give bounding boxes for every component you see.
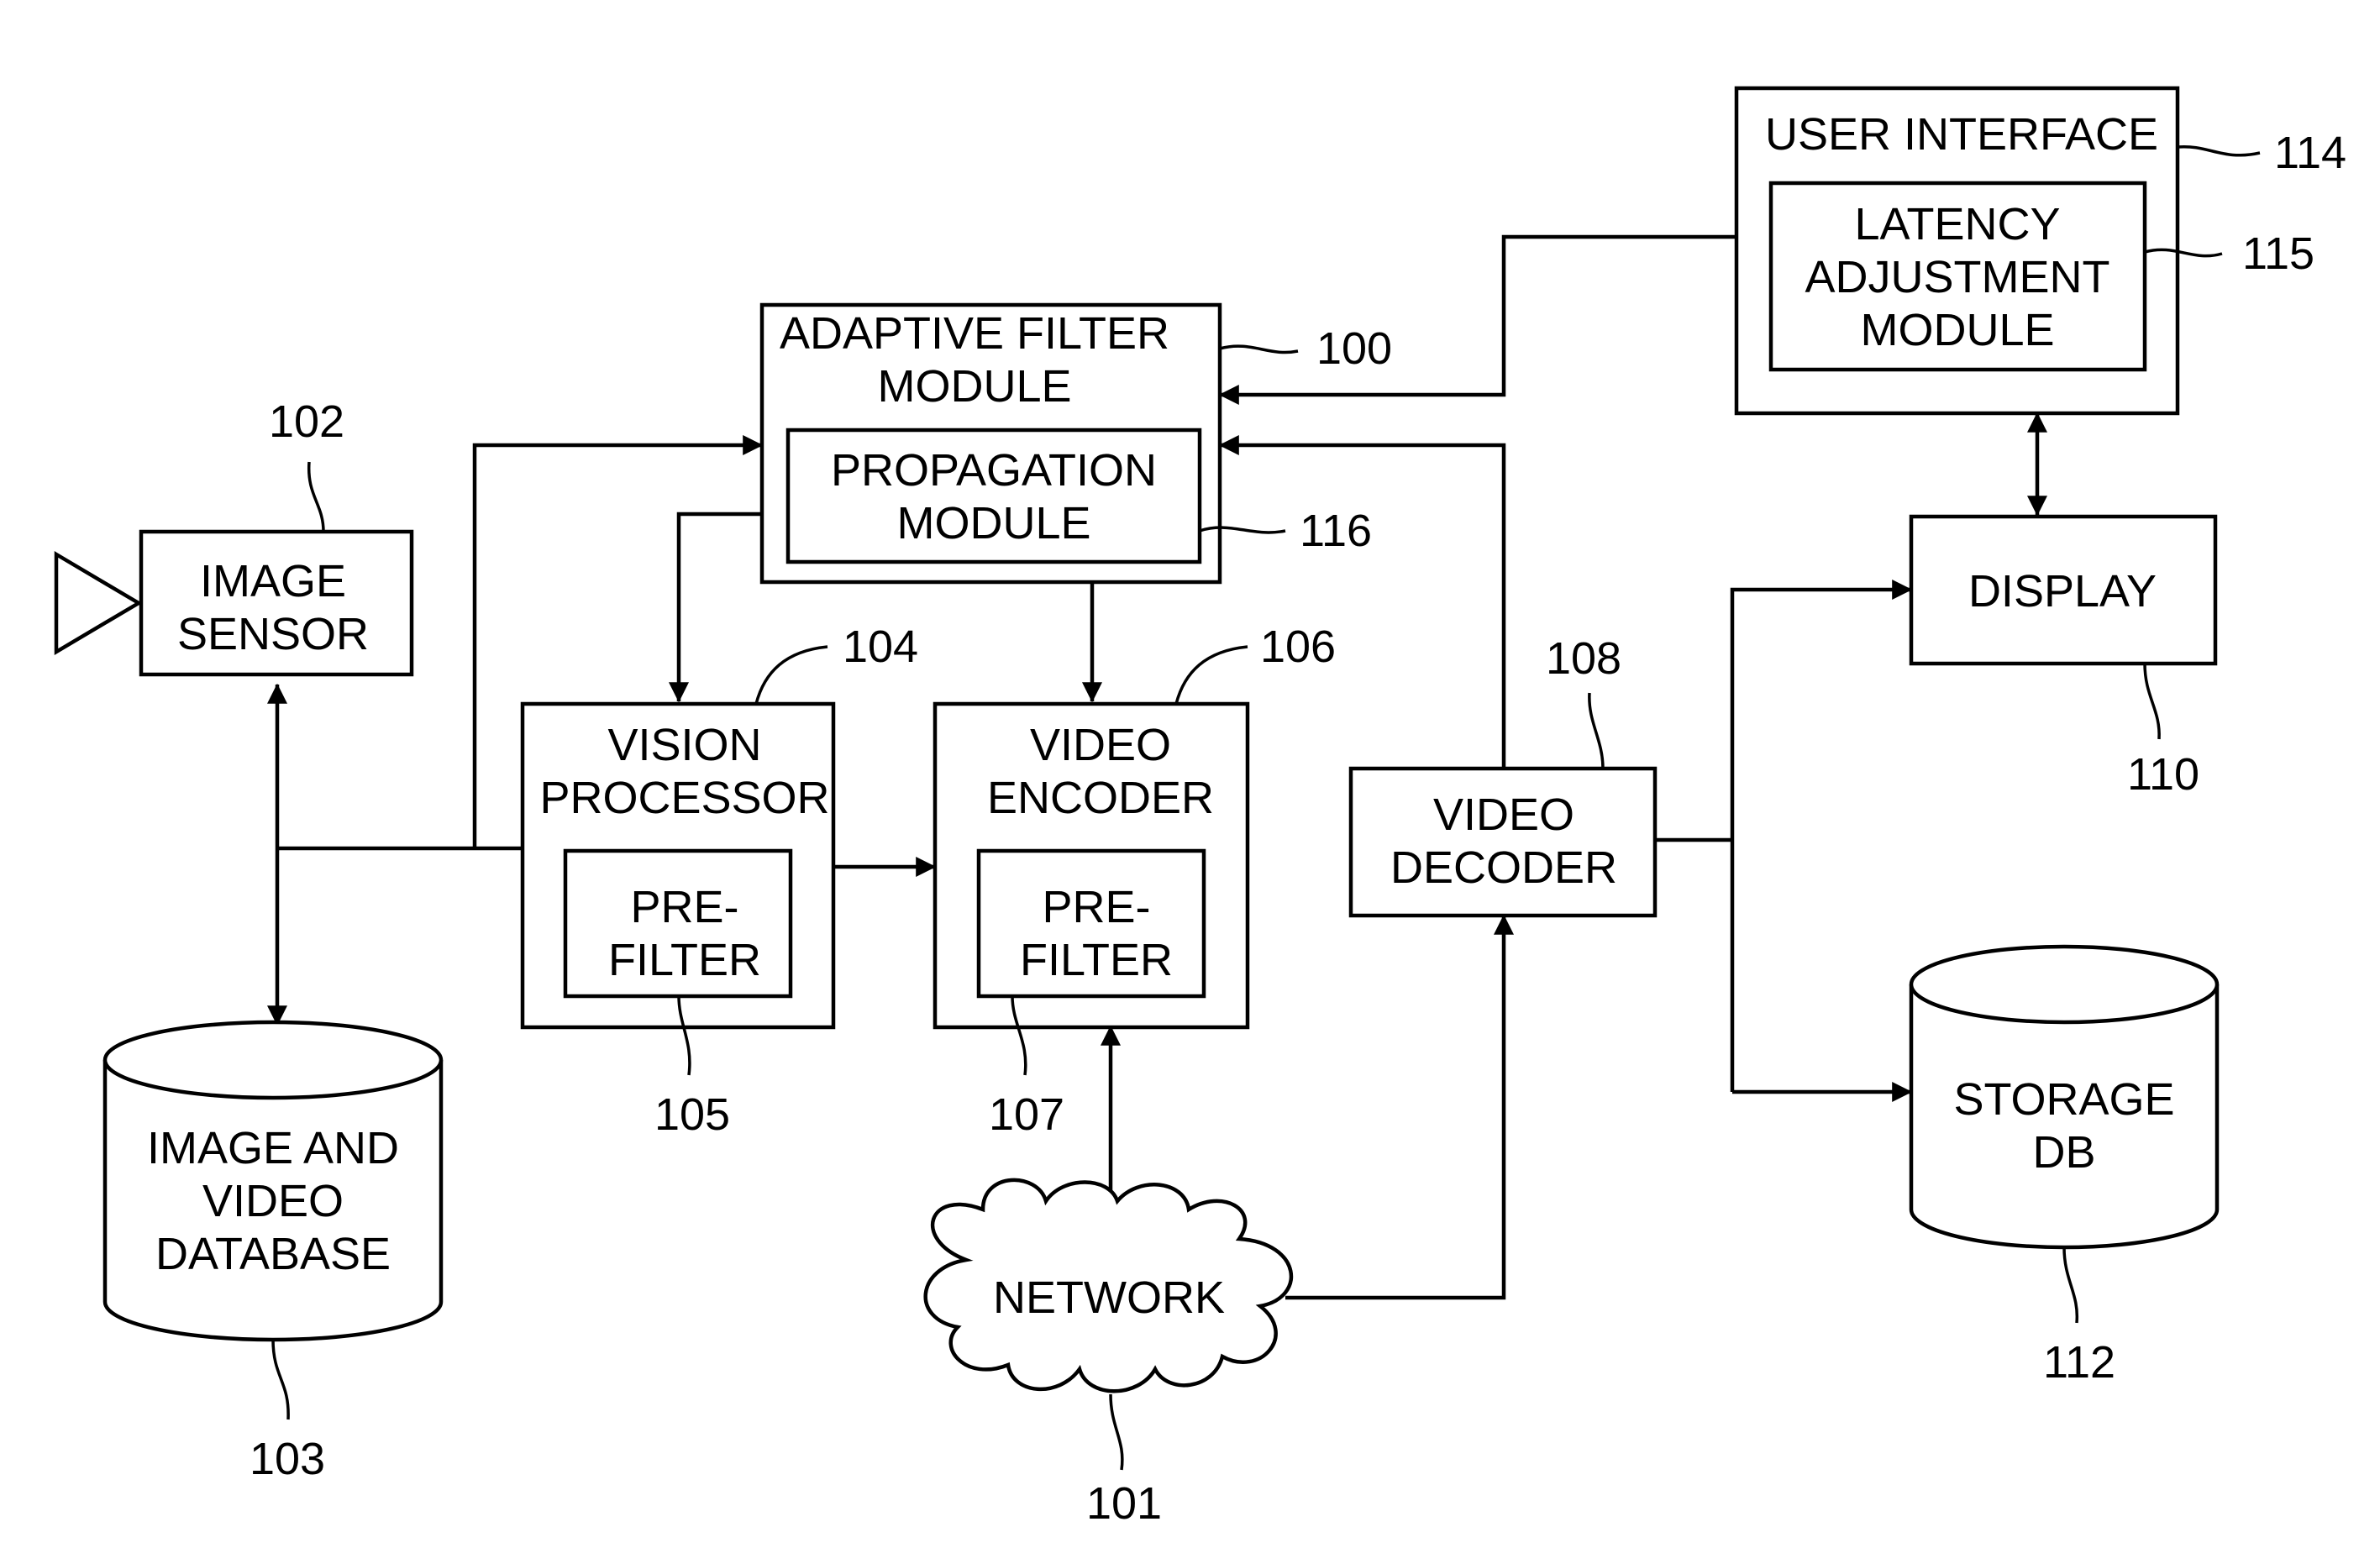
ve-prefilter-label-2: FILTER [1020,935,1173,985]
ref-leader-108 [1589,693,1603,769]
image-sensor-label-1: IMAGE [200,556,346,606]
ref-105: 105 [654,1089,730,1140]
ref-leader-104 [756,647,827,704]
vp-prefilter-label-2: FILTER [608,935,761,985]
ref-106: 106 [1260,622,1336,672]
latency-adjustment-module: LATENCY ADJUSTMENT MODULE 115 [1771,183,2314,370]
ref-114: 114 [2274,128,2346,178]
decoder-to-display [1732,590,1911,1092]
ref-103: 103 [250,1434,325,1484]
adaptive-filter-to-vision-processor [679,514,762,701]
ref-110: 110 [2127,749,2199,800]
video-decoder-label-2: DECODER [1390,842,1617,893]
database-label-2: VIDEO [202,1176,344,1226]
ref-leader-100 [1220,346,1298,352]
ref-102: 102 [269,396,344,447]
video-decoder-label-1: VIDEO [1433,790,1574,840]
propagation-module: PROPAGATION MODULE 116 [788,430,1372,562]
ref-100: 100 [1316,323,1392,374]
ref-leader-102 [309,462,323,532]
storage-label-2: DB [2032,1127,2095,1178]
user-interface-label: USER INTERFACE [1765,109,2158,160]
ref-leader-114 [2178,147,2260,155]
ref-116: 116 [1300,506,1372,556]
ve-prefilter-label-1: PRE- [1042,882,1150,932]
display-label: DISPLAY [1968,566,2157,617]
ref-115: 115 [2242,228,2314,279]
latency-label-3: MODULE [1860,305,2054,355]
network-cloud: NETWORK 101 [926,1180,1291,1529]
ref-leader-110 [2145,664,2159,739]
display: DISPLAY 110 [1911,517,2215,800]
user-interface-to-adaptive-filter [1220,237,1736,395]
video-decoder-to-adaptive-filter [1220,445,1504,769]
vision-processor-label-2: PROCESSOR [539,773,829,823]
ref-112: 112 [2043,1337,2115,1388]
latency-label-2: ADJUSTMENT [1805,252,2110,302]
database-label-3: DATABASE [155,1229,391,1279]
video-encoder-label-1: VIDEO [1030,720,1171,770]
latency-label-1: LATENCY [1854,199,2060,249]
ref-104: 104 [843,622,918,672]
ref-leader-112 [2064,1247,2077,1323]
sensor-lens-icon [56,554,139,652]
database-label-1: IMAGE AND [147,1123,399,1173]
ref-108: 108 [1546,633,1621,684]
image-sensor-label-2: SENSOR [177,609,369,659]
propagation-label-2: MODULE [896,498,1090,548]
ref-leader-103 [273,1340,288,1419]
image-video-database: IMAGE AND VIDEO DATABASE 103 [105,1022,441,1484]
ref-leader-106 [1176,647,1248,704]
adaptive-filter-label-1: ADAPTIVE FILTER [780,308,1169,359]
storage-db: STORAGE DB 112 [1911,947,2217,1388]
adaptive-filter-label-2: MODULE [877,361,1071,412]
vision-processor-prefilter: PRE- FILTER 105 [565,851,791,1140]
ref-101: 101 [1086,1478,1162,1529]
image-sensor: IMAGE SENSOR 102 [141,396,412,674]
network-label: NETWORK [993,1273,1225,1323]
propagation-label-1: PROPAGATION [831,445,1157,496]
network-to-video-decoder [1285,916,1504,1298]
video-encoder-prefilter: PRE- FILTER 107 [979,851,1204,1140]
vision-processor-label-1: VISION [607,720,761,770]
video-encoder-label-2: ENCODER [987,773,1214,823]
ref-107: 107 [989,1089,1064,1140]
vp-prefilter-label-1: PRE- [630,882,738,932]
storage-label-1: STORAGE [1953,1074,2174,1125]
ref-leader-101 [1111,1394,1122,1470]
